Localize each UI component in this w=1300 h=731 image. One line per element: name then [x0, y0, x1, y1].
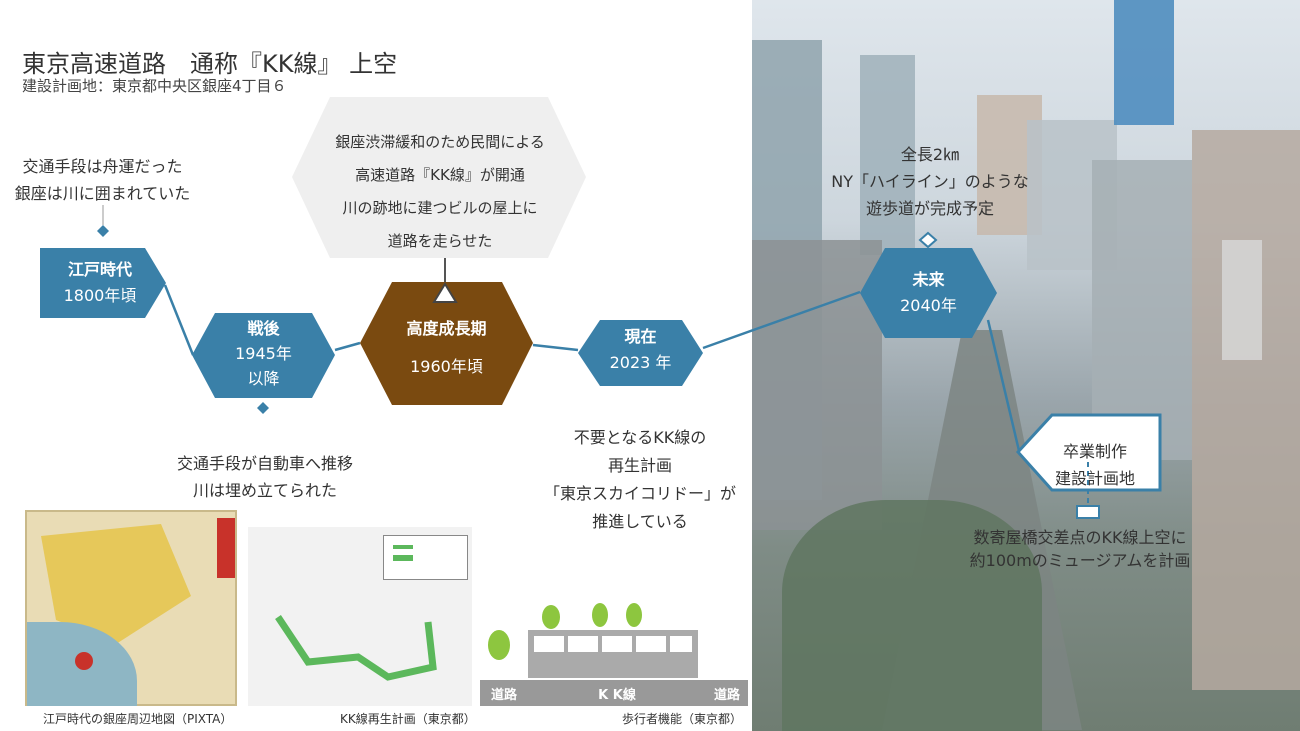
connector-line — [532, 343, 579, 352]
page-title: 東京高速道路 通称『KK線』 上空 — [22, 50, 398, 78]
site-note: 数寄屋橋交差点のKK線上空に約100mのミュージアムを計画 — [969, 528, 1191, 570]
kk-line-label: K K線 — [598, 687, 636, 703]
triangle-icon — [432, 282, 458, 303]
present-note: 不要となるKK線の再生計画「東京スカイコリドー」が推進している — [543, 428, 736, 531]
road-label: 道路 — [713, 687, 740, 703]
gray-hexagon — [292, 97, 586, 258]
diamond-icon — [918, 231, 938, 249]
site-callout — [1015, 413, 1162, 492]
postwar-note: 交通手段が自動車へ推移川は埋め立てられた — [176, 454, 353, 500]
connector-line — [986, 319, 1022, 456]
pedestrian-diagram: 道路 K K線 道路 — [480, 600, 748, 706]
edo-map-caption: 江戸時代の銀座周辺地図（PIXTA） — [43, 712, 233, 726]
pedestrian-caption: 歩行者機能（東京都） — [622, 712, 743, 726]
postwar-hexagon — [192, 313, 335, 398]
edo-map-image — [25, 510, 237, 706]
connector-line — [334, 341, 361, 352]
site-label: 卒業制作建設計画地 — [1054, 442, 1135, 488]
future-hexagon — [860, 248, 997, 338]
connector-line — [163, 284, 195, 356]
diamond-icon — [97, 225, 109, 237]
growth-hexagon — [360, 282, 533, 405]
ginza-aerial-photo — [752, 0, 1300, 731]
page-subtitle: 建設計画地：東京都中央区銀座4丁目６ — [22, 77, 287, 95]
edo-note: 交通手段は舟運だった銀座は川に囲まれていた — [14, 157, 191, 203]
growth-note: 銀座渋滞緩和のため民間による高速道路『KK線』が開通川の跡地に建つビルの屋上に道… — [335, 133, 545, 250]
road-label: 道路 — [490, 687, 517, 703]
present-hexagon — [578, 320, 703, 386]
diamond-icon — [257, 402, 269, 414]
kk-plan-caption: KK線再生計画（東京都） — [340, 712, 476, 726]
edo-shape — [40, 248, 166, 318]
kk-plan-map-image — [248, 527, 472, 706]
connector-line — [702, 290, 861, 350]
